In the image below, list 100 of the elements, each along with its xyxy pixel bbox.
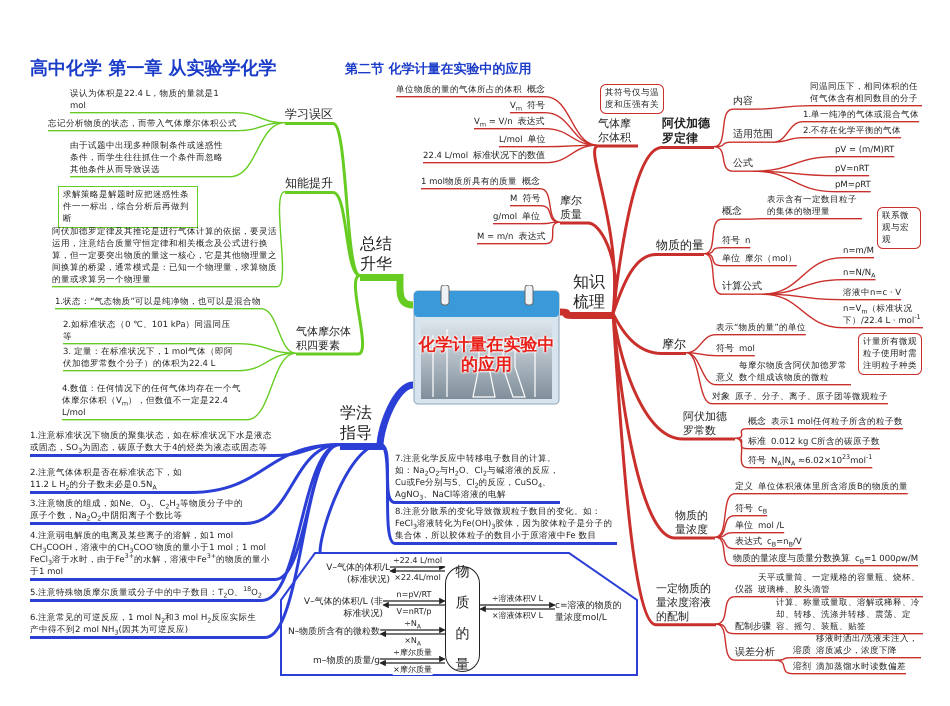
branch-line	[734, 438, 872, 468]
leaf-text: n=N/N$_{A}$	[843, 267, 876, 279]
leaf-text: 天平或量筒、一定规格的容量瓶、烧杯、玻璃棒、胶头滴管	[758, 572, 921, 596]
branch-label: 知能提升	[285, 176, 333, 191]
branch-label: 一定物质的量浓度溶液的配制	[656, 582, 716, 624]
branch-line	[421, 188, 560, 223]
topic-label: 物质的量浓度与质量分数换算	[733, 553, 850, 565]
branch-line	[734, 438, 880, 450]
branch-line	[752, 170, 871, 192]
leaf-text: M	[510, 193, 518, 205]
arrow	[480, 602, 556, 608]
leaf-text: 忘记分析物质的状态，而带入气体摩尔体积公式	[48, 118, 237, 130]
leaf-text: 8.注意分散系的变化导致微观粒子数目的变化。如：FeCl$_{3}$溶液转化为Fe(OH)$_{3}$胶体，因为胶体粒子是分子的集合体，所以胶体粒子的数目小于原溶液中Fe 数目	[395, 506, 617, 542]
arrow	[380, 630, 445, 638]
branch-line	[285, 122, 361, 277]
branch-line	[762, 294, 923, 328]
leaf-text: 表示1 mol任何粒子所含的粒子数	[771, 416, 903, 428]
branch-line	[704, 218, 742, 254]
leaf-text: 1.状态：“气态物质”可以是纯净物，也可以是混合物	[55, 296, 261, 308]
arrow	[383, 598, 446, 604]
branch-line	[30, 443, 341, 639]
branch-line	[612, 146, 714, 314]
leaf-text: 3. 定量：在标准状况下，1 mol气体（即阿伏加德罗常数个分子）的体积为22.4 L	[63, 346, 238, 370]
leaf-text: c$_{B}$	[758, 503, 768, 515]
topic-label: 概念	[522, 176, 540, 188]
leaf-text: 同温同压下，相同体积的任何气体含有相同数目的分子	[810, 81, 922, 105]
topic-label: 符号	[716, 343, 734, 355]
callout-bubble: 其符号仅与温度和压强有关	[600, 84, 664, 114]
topic-label: 计算公式	[722, 281, 762, 294]
edge-label: ÷22.4 L/mol	[392, 556, 444, 566]
topic-label: 表达式	[518, 231, 546, 243]
branch-label: 气体摩尔体积四要素	[296, 325, 358, 352]
leaf-text: V$_{m}$	[510, 100, 522, 112]
branch-line	[714, 515, 768, 538]
branch-line	[510, 205, 560, 223]
branch-title: 总结升华	[360, 234, 400, 274]
arrow	[389, 568, 445, 574]
edge-label: ×22.4L/mol	[393, 573, 442, 583]
branch-label: 阿伏加德罗定律	[662, 116, 714, 146]
edge-label: ÷摩尔质量	[392, 648, 433, 658]
branch-line	[716, 623, 775, 661]
leaf-text: 1 mol物质所具有的质量	[421, 176, 517, 188]
branch-line	[360, 274, 414, 308]
leaf-text: 移液时洒出/洗液未注入，溶质减少，浓度下降	[816, 633, 919, 657]
leaf-text: pM=ρRT	[835, 179, 871, 191]
arrow	[379, 660, 445, 666]
branch-line	[772, 137, 902, 143]
topic-label: 标准状况下的数值	[473, 150, 546, 162]
leaf-text: V$_{m}$ = V/n	[474, 116, 513, 128]
branch-line	[714, 493, 908, 538]
leaf-text: 溶液中n=c · V	[843, 287, 902, 299]
branch-title: 学法指导	[340, 403, 380, 443]
branch-line	[714, 536, 918, 566]
topic-label: 溶剂	[793, 661, 811, 673]
branch-line	[560, 308, 613, 319]
leaf-text: 3.注意物质的组成，如Ne、O$_{3}$、C$_{2}$H$_{2}$等物质分子中的原子个数，Na$_{2}$O$_{2}$中阴阳离子个数比等	[30, 498, 245, 522]
leaf-text: L/mol	[499, 134, 522, 146]
topic-label: 定义	[735, 481, 753, 493]
leaf-text: 表示含有一定数目粒子的集体的物理量	[767, 194, 862, 218]
arrow	[380, 656, 446, 662]
branch-line	[753, 105, 922, 110]
branch-line	[774, 660, 906, 674]
edge-label: ×N$_{A}$	[403, 636, 422, 646]
leaf-text: 单位体积液体里所含溶质B的物质的量	[758, 481, 908, 493]
branch-line	[686, 334, 806, 354]
topic-label: 符号	[522, 193, 540, 205]
arrow	[382, 602, 445, 608]
topic-label: 单位	[735, 520, 753, 532]
leaf-text: c$_{B}$=n$_{B}$/V	[767, 536, 802, 548]
branch-line	[714, 142, 773, 148]
leaf-text: 0.012 kg C所含的碳原子数	[771, 436, 880, 448]
leaf-text: g/mol	[493, 211, 518, 223]
topic-label: 内容	[733, 96, 753, 108]
topic-label: 表达式	[735, 536, 762, 548]
branch-line	[612, 253, 704, 314]
section-title: 第二节 化学计量在实验中的应用	[345, 60, 532, 78]
branch-line	[686, 352, 755, 356]
branch-line	[477, 222, 560, 244]
leaf-text: 原子、分子、离子、原子团等微观粒子	[735, 391, 888, 403]
leaf-text: 1.注意标准状况下物质的聚集状态，如在标准状况下水是液态或固态，SO$_{3}$为固态，碳原子数大于4的烃类为液态或固态等	[30, 430, 275, 454]
branch-line	[493, 222, 560, 224]
branch-label: 气体摩尔体积	[598, 117, 638, 144]
branch-line	[62, 352, 296, 420]
leaf-text: 滴加蒸馏水时读数偏差	[816, 661, 906, 673]
leaf-text: mol	[739, 343, 755, 355]
edge-label: ×溶液体积V L	[490, 611, 544, 621]
leaf-text: 2.不存在化学平衡的气体	[803, 125, 902, 137]
branch-label: 摩尔	[662, 337, 686, 352]
topic-label: 适用范围	[733, 129, 773, 142]
central-title: 化学计量在实验中的应用	[417, 335, 556, 376]
leaf-text: 单位物质的量的气体所占的体积	[396, 84, 522, 96]
branch-line	[296, 274, 364, 356]
topic-label: 符号	[527, 100, 546, 112]
branch-line	[716, 596, 923, 625]
leaf-text: 22.4 L/mol	[423, 150, 468, 162]
branch-label: 物质的量	[656, 238, 704, 253]
leaf-text: pV=nRT	[835, 163, 870, 175]
topic-label: 误差分析	[735, 647, 775, 660]
topic-label: 单位	[527, 134, 546, 146]
topic-label: 公式	[733, 158, 753, 170]
